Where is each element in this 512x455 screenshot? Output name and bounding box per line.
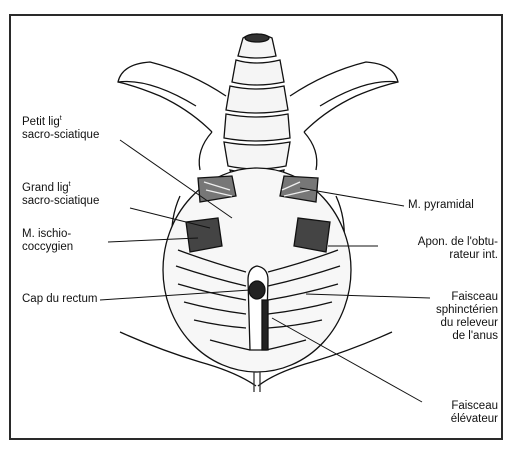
label-faisceau-s-line4: de l'anus	[436, 330, 498, 343]
label-faisceau-e-line2: élévateur	[451, 413, 498, 426]
label-faisceau-s-line1: Faisceau	[436, 291, 498, 304]
label-grand-lig-sup: t	[69, 181, 71, 188]
label-petit-ligament: Petit ligt sacro-sciatique	[22, 112, 99, 142]
label-petit-lig-line2: sacro-sciatique	[22, 129, 99, 142]
label-faisceau-elevateur: Faisceau élévateur	[451, 400, 498, 426]
label-pyramidal: M. pyramidal	[408, 199, 474, 212]
label-cap-rectum: Cap du rectum	[22, 293, 97, 306]
label-ischio-line1: M. ischio-	[22, 228, 73, 241]
label-petit-lig-line1: Petit lig	[22, 116, 60, 128]
label-apon-line2: rateur int.	[418, 249, 498, 262]
rectum	[248, 266, 268, 350]
label-faisceau-s-line3: du releveur	[436, 317, 498, 330]
label-petit-lig-sup: t	[60, 115, 62, 122]
label-apon-line1: Apon. de l'obtu-	[418, 236, 498, 249]
label-faisceau-e-line1: Faisceau	[451, 400, 498, 413]
label-faisceau-s-line2: sphinctérien	[436, 304, 498, 317]
label-grand-ligament: Grand ligt sacro-sciatique	[22, 178, 99, 208]
label-grand-lig-line1: Grand lig	[22, 182, 69, 194]
label-grand-lig-line2: sacro-sciatique	[22, 195, 99, 208]
label-ischio-coccygien: M. ischio- coccygien	[22, 228, 73, 254]
label-aponevrose: Apon. de l'obtu- rateur int.	[418, 236, 498, 262]
label-faisceau-sphincterien: Faisceau sphinctérien du releveur de l'a…	[436, 291, 498, 343]
label-ischio-line2: coccygien	[22, 241, 73, 254]
